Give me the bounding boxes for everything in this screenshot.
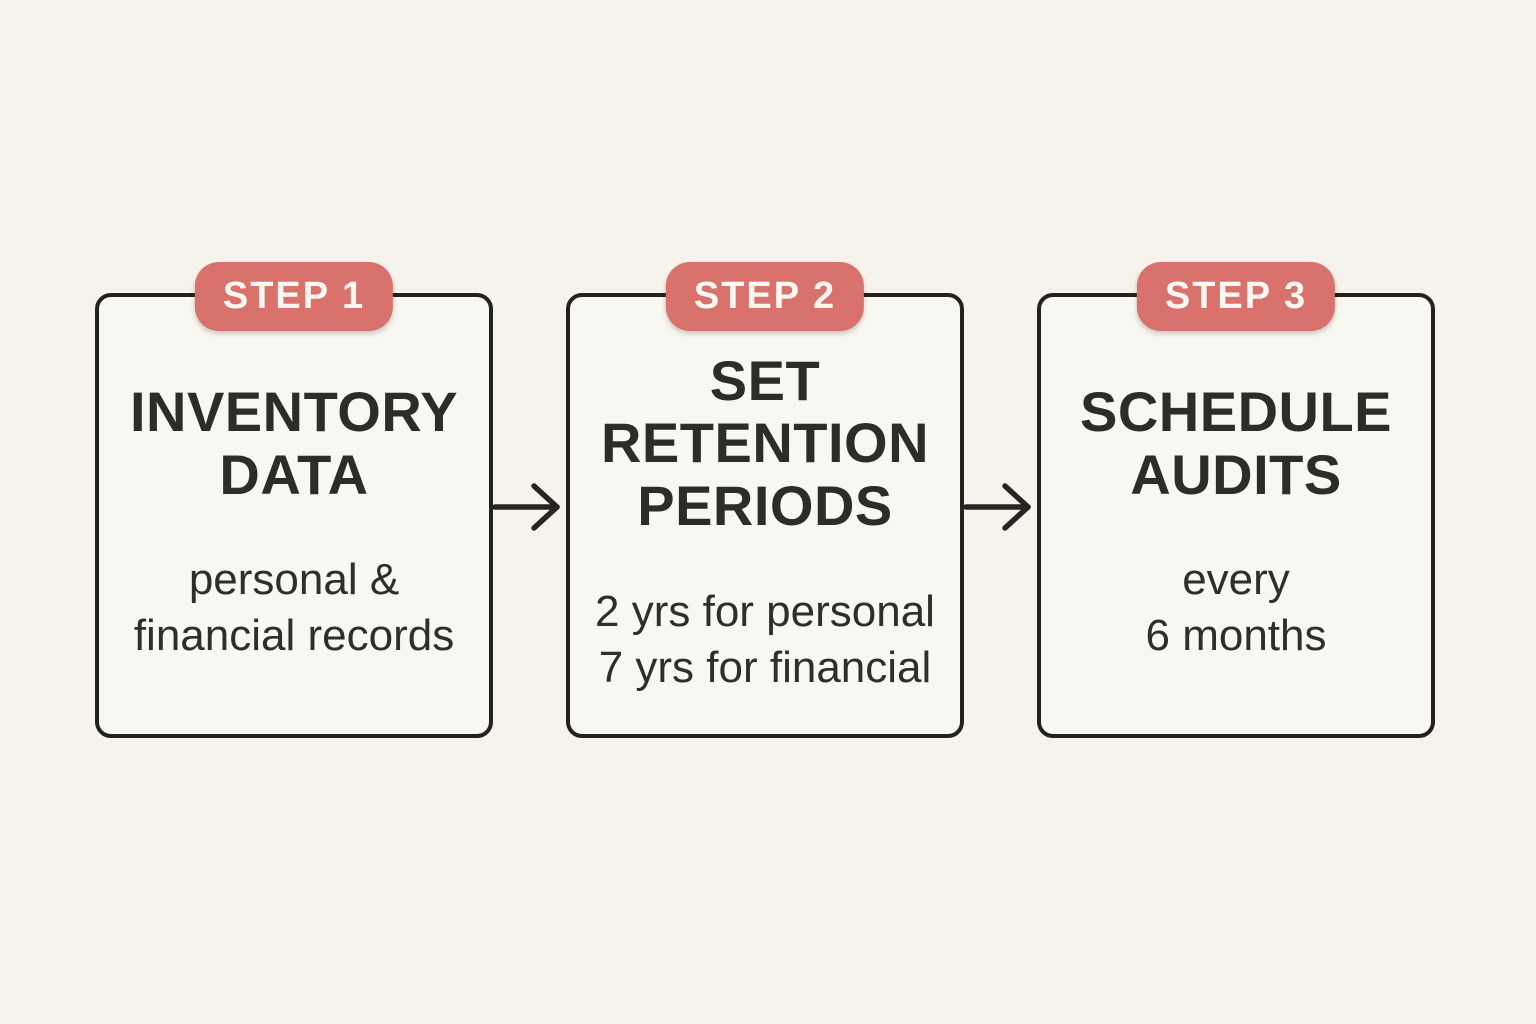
step-3-description-line-1: every — [1182, 555, 1290, 605]
flow-diagram: STEP 1 INVENTORY DATA personal & financi… — [95, 262, 1435, 738]
step-1-title-line-1: INVENTORY — [129, 379, 459, 443]
step-1-card: STEP 1 INVENTORY DATA personal & financi… — [95, 262, 493, 738]
arrow-step1-to-step2-icon — [493, 477, 566, 537]
step-1-description: personal & financial records — [134, 552, 454, 664]
step-2-card: STEP 2 SET RETENTION PERIODS 2 yrs for p… — [566, 262, 964, 738]
step-1-badge: STEP 1 — [194, 262, 394, 331]
step-1-title: INVENTORY DATA — [129, 379, 459, 506]
step-1-description-line-2: financial records — [133, 611, 455, 661]
step-3-title: SCHEDULE AUDITS — [1079, 379, 1393, 506]
step-3-description: every 6 months — [1146, 552, 1327, 664]
step-2-title: SET RETENTION PERIODS — [600, 348, 930, 538]
step-2-title-line-3: PERIODS — [637, 473, 893, 537]
step-2-title-line-2: RETENTION — [600, 411, 930, 475]
step-3-badge: STEP 3 — [1136, 262, 1336, 331]
arrow-step2-to-step3-icon — [964, 477, 1037, 537]
step-2-description: 2 yrs for personal 7 yrs for financial — [595, 584, 935, 696]
step-2-description-line-1: 2 yrs for personal — [595, 586, 935, 636]
step-2-title-line-1: SET — [709, 348, 821, 412]
step-3-title-line-1: SCHEDULE — [1079, 379, 1393, 443]
step-2-description-line-2: 7 yrs for financial — [598, 642, 932, 692]
step-3-title-line-2: AUDITS — [1130, 442, 1342, 506]
step-3-description-line-2: 6 months — [1145, 611, 1327, 661]
step-3-card: STEP 3 SCHEDULE AUDITS every 6 months — [1037, 262, 1435, 738]
step-2-badge: STEP 2 — [665, 262, 865, 331]
step-1-description-line-1: personal & — [188, 555, 400, 605]
step-1-title-line-2: DATA — [219, 442, 369, 506]
